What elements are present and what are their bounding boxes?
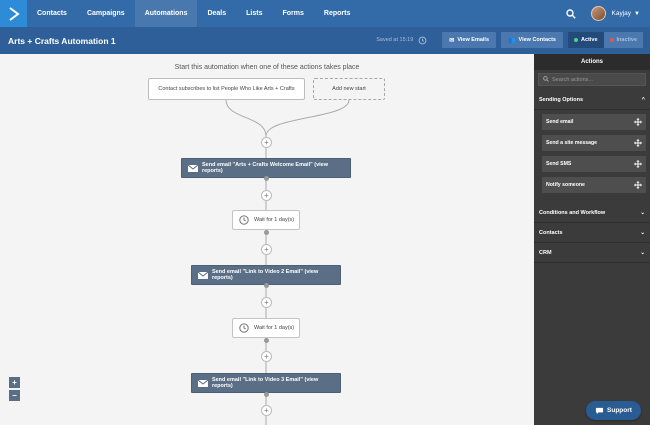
wait-node-1[interactable]: Wait for 1 day(s) (232, 210, 300, 230)
active-toggle[interactable]: Active (568, 32, 604, 48)
move-icon[interactable] (634, 139, 642, 147)
zoom-in-button[interactable]: + (9, 377, 20, 388)
nav-automations[interactable]: Automations (134, 0, 198, 27)
section-label: Contacts (539, 229, 563, 236)
section-label: Conditions and Workflow (539, 209, 606, 216)
view-emails-label: View Emails (457, 37, 490, 43)
connector-dot (264, 230, 269, 235)
view-emails-button[interactable]: ✉ View Emails (442, 32, 497, 48)
chat-bubble-icon (595, 407, 604, 414)
nav-contacts[interactable]: Contacts (37, 10, 67, 17)
contacts-icon: 👥 (508, 37, 516, 44)
section-label: CRM (539, 249, 552, 256)
send-email-label: Send email "Link to Video 3 Email" (view… (211, 377, 319, 389)
chevron-up-icon: ^ (641, 96, 645, 103)
zoom-out-button[interactable]: − (9, 390, 20, 401)
search-icon[interactable] (563, 6, 579, 22)
support-label: Support (607, 407, 632, 414)
chevron-right-logo-icon (8, 6, 20, 21)
clock-icon (239, 215, 249, 225)
inactive-dot-icon (609, 38, 614, 42)
nav-lists[interactable]: Lists (246, 10, 263, 17)
inactive-toggle[interactable]: Inactive (603, 32, 643, 48)
move-icon[interactable] (634, 160, 642, 168)
sidebar-search (538, 73, 646, 86)
active-dot-icon (574, 38, 578, 42)
action-notify-someone[interactable]: Notify someone (542, 177, 646, 193)
actions-sidebar: Actions Sending Options ^ Send email Sen… (534, 54, 650, 425)
wait-label: Wait for 1 day(s) (254, 325, 295, 331)
wait-label: Wait for 1 day(s) (254, 217, 295, 223)
add-step-button[interactable]: + (261, 244, 272, 255)
history-icon[interactable] (417, 35, 427, 45)
add-step-button[interactable]: + (261, 405, 272, 416)
move-icon[interactable] (634, 181, 642, 189)
nav-reports[interactable]: Reports (323, 10, 351, 17)
section-sending-options[interactable]: Sending Options ^ (534, 90, 650, 110)
saved-status: Saved at 15:19 (376, 37, 414, 43)
wait-node-2[interactable]: Wait for 1 day(s) (232, 318, 300, 338)
add-step-button[interactable]: + (261, 297, 272, 308)
inactive-label: Inactive (616, 37, 637, 43)
caret-down-icon[interactable]: ▼ (634, 10, 640, 17)
chevron-down-icon: ⌄ (640, 249, 645, 256)
nav-campaigns[interactable]: Campaigns (86, 10, 125, 17)
connector-dot (264, 392, 269, 397)
view-contacts-button[interactable]: 👥 View Contacts (501, 32, 563, 48)
action-send-site-message[interactable]: Send a site message (542, 135, 646, 151)
support-button[interactable]: Support (586, 401, 641, 420)
send-email-node-1[interactable]: Send email "Arts + Crafts Welcome Email"… (181, 158, 351, 178)
move-icon[interactable] (634, 118, 642, 126)
nav-forms[interactable]: Forms (282, 10, 304, 17)
send-email-node-3[interactable]: Send email "Link to Video 3 Email" (view… (191, 373, 341, 393)
clock-icon (239, 323, 249, 333)
page-title[interactable]: Arts + Crafts Automation 1 (8, 35, 116, 46)
connector-lines (225, 99, 350, 425)
action-label: Send a site message (546, 140, 598, 146)
automation-header: Arts + Crafts Automation 1 Saved at 15:1… (0, 27, 650, 54)
app-logo[interactable] (0, 0, 27, 27)
send-email-label: Send email "Arts + Crafts Welcome Email"… (201, 162, 328, 174)
action-send-sms[interactable]: Send SMS (542, 156, 646, 172)
envelope-icon (198, 379, 208, 387)
search-icon (543, 75, 549, 84)
envelope-icon: ✉ (449, 37, 455, 44)
send-email-label: Send email "Link to Video 2 Email" (view… (211, 269, 319, 281)
sidebar-title: Actions (534, 54, 650, 70)
chevron-down-icon: ⌄ (640, 229, 645, 236)
add-new-start-button[interactable]: Add new start (313, 78, 385, 100)
envelope-icon (198, 271, 208, 279)
chevron-down-icon: ⌄ (640, 209, 645, 216)
add-step-button[interactable]: + (261, 137, 272, 148)
add-step-button[interactable]: + (261, 351, 272, 362)
connector-dot (264, 338, 269, 343)
sending-options-list: Send email Send a site message Send SMS … (534, 110, 650, 203)
envelope-icon (188, 164, 198, 172)
search-actions-input[interactable] (552, 76, 642, 83)
start-trigger[interactable]: Contact subscribes to list People Who Li… (148, 78, 305, 100)
action-label: Send email (546, 119, 574, 125)
user-name[interactable]: Kayjay (611, 10, 632, 17)
active-label: Active (581, 37, 598, 43)
action-label: Send SMS (546, 161, 572, 167)
start-prompt: Start this automation when one of these … (174, 64, 360, 71)
add-step-button[interactable]: + (261, 190, 272, 201)
section-label: Sending Options (539, 96, 583, 103)
connector-dot (264, 176, 269, 181)
view-contacts-label: View Contacts (518, 37, 557, 43)
section-contacts[interactable]: Contacts ⌄ (534, 223, 650, 243)
send-email-node-2[interactable]: Send email "Link to Video 2 Email" (view… (191, 265, 341, 285)
section-crm[interactable]: CRM ⌄ (534, 243, 650, 263)
connector-dot (264, 283, 269, 288)
action-label: Notify someone (546, 182, 585, 188)
top-nav: Contacts Campaigns Automations Deals Lis… (0, 0, 650, 27)
status-toggle: Active Inactive (568, 32, 643, 48)
section-conditions-workflow[interactable]: Conditions and Workflow ⌄ (534, 203, 650, 223)
automation-canvas[interactable]: Start this automation when one of these … (0, 54, 534, 425)
action-send-email[interactable]: Send email (542, 114, 646, 130)
avatar[interactable] (590, 6, 606, 21)
nav-deals[interactable]: Deals (207, 10, 227, 17)
